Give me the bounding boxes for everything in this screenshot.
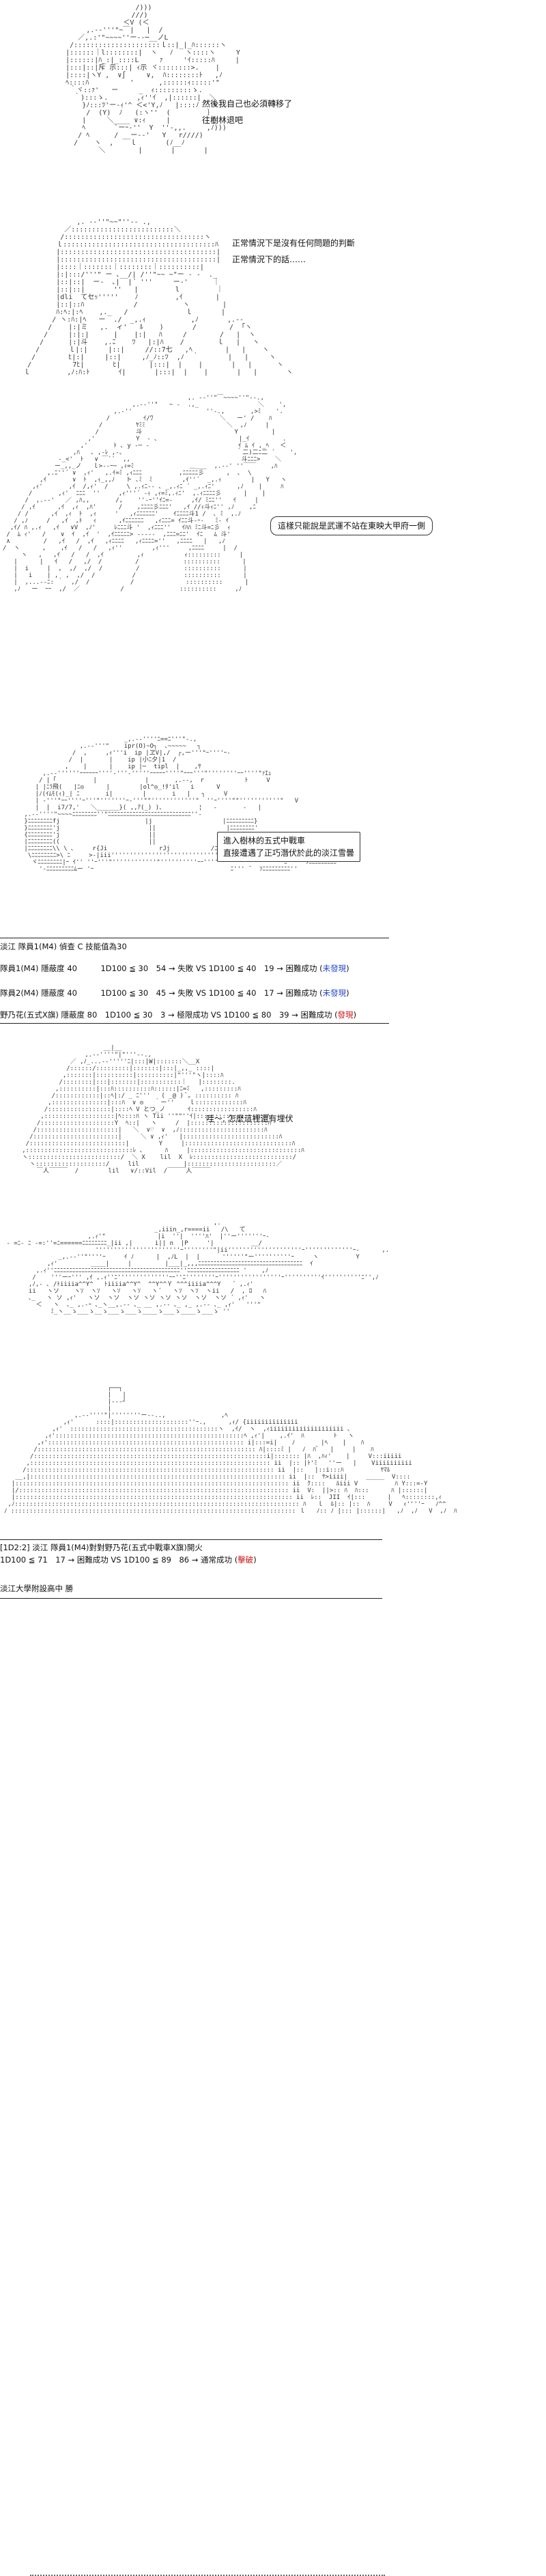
ascii-art-type5-tank: _,.--''''ﾆ==ﾆ'''"-., ,.-‐'''" ipr(O)~O┐ … — [24, 736, 341, 873]
log-line: 淡江 隊員1(M4) 偵查 C 技能值為30 — [0, 942, 127, 951]
log-line: 野乃花(五式X旗) 隱蔽度 80 1D100 ≦ 30 3 → 極限成功 VS … — [0, 1009, 356, 1020]
log-text: 1D100 ≦ 71 17 → 困難成功 VS 1D100 ≦ 89 86 → … — [0, 1555, 238, 1565]
divider — [0, 1598, 382, 1599]
status-badge: 擊破 — [238, 1555, 254, 1565]
panel-tank-ambush: _,.--''''ﾆ==ﾆ'''"-., ,.-‐'''" ipr(O)~O┐ … — [0, 731, 546, 936]
log-text: ) — [253, 1555, 257, 1565]
panel-tank-firing: ,. _,iiin_,r====ii /\ て ,.ｨ'" |i ''| '''… — [0, 1216, 546, 2576]
ascii-art-surprised-girl: __|__ ,.-‐''''"|"'''‐-., ／ ,ﾉ_...-‐'''''… — [22, 1045, 304, 1175]
panel-judgment: ,. -‐''"~~"''‐- ., ／::::::::::::::::::::… — [0, 205, 546, 389]
log-line: 隊員1(M4) 隱蔽度 40 1D100 ≦ 30 54 → 失敗 VS 1D1… — [0, 963, 349, 974]
dialog-line: 往樹林退吧 — [202, 115, 244, 125]
divider — [0, 1539, 382, 1540]
dialog-line: 然後我自己也必須轉移了 — [202, 99, 293, 109]
status-badge: 未發現 — [322, 964, 347, 973]
status-badge: 發現 — [337, 1010, 354, 1020]
divider — [0, 1023, 389, 1024]
ascii-art-character-thinking: ,. -‐''"~~"''‐- ., ／::::::::::::::::::::… — [23, 219, 293, 376]
log-line: 淡江大學附設高中 勝 — [0, 1584, 74, 1593]
log-text: ) — [353, 1010, 357, 1020]
log-line: 隊員2(M4) 隱蔽度 40 1D100 ≦ 30 45 → 失敗 VS 1D1… — [0, 988, 349, 998]
ascii-art-character-looking-back: /))) ///) ＜V (＜ ,.-‐'''"~￣| | / ／,.:'"~~… — [66, 4, 240, 154]
narration-line: 進入樹林的五式中戰車 — [223, 836, 306, 845]
panel-misfortune: ,. -‐''"￣~~~~''"‐-., ,.-‐''" ~ - .,_ ＼ '… — [0, 389, 546, 731]
dialog-text: 然後我自己也必須轉移了 往樹林退吧 — [202, 96, 292, 128]
log-text: 隊員1(M4) 隱蔽度 40 1D100 ≦ 30 54 → 失敗 VS 1D1… — [0, 964, 323, 973]
ascii-art-m4-tank-firing: ,. _,iiin_,r====ii /\ て ,.ｨ'" |i ''| '''… — [6, 1220, 390, 1315]
narration-line: 直接遭遇了正巧潛伏於此的淡江雪曇 — [223, 848, 355, 858]
log-text: 野乃花(五式X旗) 隱蔽度 80 1D100 ≦ 30 3 → 極限成功 VS … — [0, 1010, 338, 1020]
panel-tank-knocked-out: ┌──┐ | | |---┘ | ,.-‐''''"|''''''''ー‐-..… — [0, 1380, 546, 1537]
dialog-text: 哇～, 怎麼這裡還有埋伏 — [206, 1114, 293, 1123]
dialog-line: 正常情況下的話…… — [232, 255, 306, 264]
dialog-line: 正常情況下是沒有任何問題的判斷 — [232, 238, 356, 248]
log-text: 隊員2(M4) 隱蔽度 40 1D100 ≦ 30 45 → 失敗 VS 1D1… — [0, 988, 323, 998]
ascii-art-tank-commander: ,. -‐''"￣~~~~''"‐-., ,.-‐''" ~ - .,_ ＼ '… — [3, 395, 298, 593]
log-text: ) — [346, 988, 349, 998]
status-badge: 未發現 — [322, 988, 347, 998]
panel-surprised: __|__ ,.-‐''''"|"'''‐-., ／ ,ﾉ_...-‐'''''… — [0, 1045, 546, 1216]
panel-retreat: /))) ///) ＜V (＜ ,.-‐'''"~￣| | / ／,.:'"~~… — [0, 0, 546, 205]
dialog-text: 正常情況下是沒有任何問題的判斷 正常情況下的話…… — [232, 235, 355, 268]
log-line: 1D100 ≦ 71 17 → 困難成功 VS 1D100 ≦ 89 86 → … — [0, 1554, 257, 1565]
ascii-art-white-flag-tank: ┌──┐ | | |---┘ | ,.-‐''''"|''''''''ー‐-..… — [4, 1385, 457, 1515]
log-text: ) — [346, 964, 349, 973]
log-line: [1D2:2] 淡江 隊員1(M4)對對野乃花(五式中戰車X旗)開火 — [0, 1543, 203, 1552]
narration-box: 進入樹林的五式中戰車 直接遭遇了正巧潛伏於此的淡江雪曇 — [217, 832, 361, 862]
speech-bubble: 這樣只能說是武運不站在東映大甲府一側 — [270, 516, 433, 535]
